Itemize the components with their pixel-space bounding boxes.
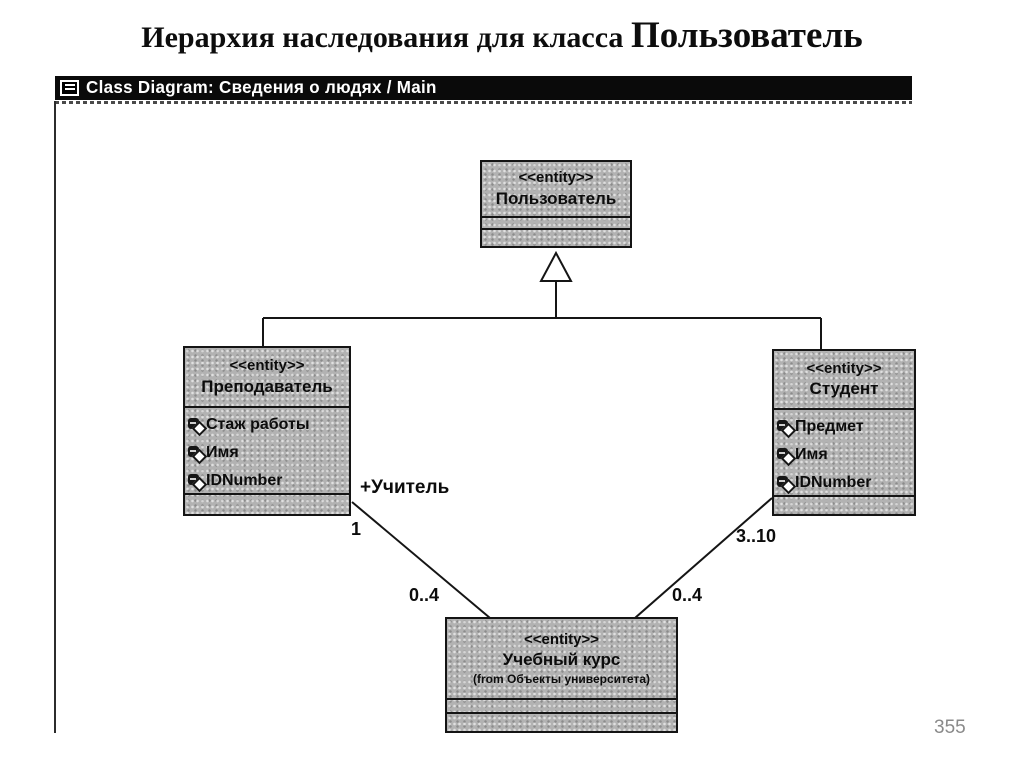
class-user[interactable]: <<entity>> Пользователь bbox=[480, 160, 632, 248]
attribute-row[interactable]: IDNumber bbox=[777, 469, 912, 497]
attribute-row[interactable]: IDNumber bbox=[188, 467, 347, 495]
multiplicity-course-right-end: 0..4 bbox=[672, 585, 703, 605]
private-attribute-icon bbox=[188, 417, 208, 436]
attribute-row[interactable]: Имя bbox=[777, 441, 912, 469]
class-user-name-compartment: <<entity>> Пользователь bbox=[482, 162, 630, 216]
window-menu-icon[interactable] bbox=[60, 80, 79, 96]
role-label-teacher: +Учитель bbox=[360, 477, 450, 498]
class-teacher[interactable]: <<entity>> Преподаватель Стаж работы Имя… bbox=[183, 346, 351, 516]
class-name-label: Пользователь bbox=[495, 188, 617, 208]
private-attribute-icon bbox=[188, 445, 208, 464]
private-attribute-icon bbox=[188, 473, 208, 492]
attribute-row[interactable]: Предмет bbox=[777, 413, 912, 441]
class-name-label: Студент bbox=[809, 379, 879, 399]
page-number: 355 bbox=[934, 717, 966, 738]
window-titlebar[interactable]: Class Diagram: Сведения о людях / Main bbox=[55, 76, 912, 100]
class-course[interactable]: <<entity>> Учебный курс (from Объекты ун… bbox=[445, 617, 678, 733]
class-name-label: Учебный курс bbox=[502, 650, 621, 670]
attribute-label: Имя bbox=[206, 444, 239, 461]
attribute-label: Стаж работы bbox=[206, 416, 310, 433]
class-course-name-compartment: <<entity>> Учебный курс (from Объекты ун… bbox=[447, 619, 676, 698]
class-teacher-attributes-compartment: Стаж работы Имя IDNumber bbox=[185, 406, 349, 493]
class-student-name-compartment: <<entity>> Студент bbox=[774, 351, 914, 408]
private-attribute-icon bbox=[777, 447, 797, 466]
class-course-operations-compartment bbox=[447, 712, 676, 731]
stereotype-label: <<entity>> bbox=[806, 359, 882, 377]
class-name-label: Преподаватель bbox=[201, 376, 333, 396]
attribute-label: IDNumber bbox=[206, 472, 283, 489]
generalization-triangle-icon bbox=[539, 250, 573, 282]
window-title: Class Diagram: Сведения о людях / Main bbox=[86, 77, 437, 98]
class-user-attributes-compartment bbox=[482, 216, 630, 228]
class-student-operations-compartment bbox=[774, 495, 914, 514]
private-attribute-icon bbox=[777, 475, 797, 494]
slide-title-classname: Пользователь bbox=[630, 15, 863, 56]
window-left-border bbox=[54, 101, 56, 733]
multiplicity-course-left-end: 0..4 bbox=[409, 585, 440, 605]
multiplicity-student-end: 3..10 bbox=[736, 526, 777, 546]
stereotype-label: <<entity>> bbox=[229, 357, 305, 374]
stereotype-label: <<entity>> bbox=[518, 169, 594, 186]
attribute-row[interactable]: Имя bbox=[188, 439, 347, 467]
class-student[interactable]: <<entity>> Студент Предмет Имя IDNumber bbox=[772, 349, 916, 516]
attribute-label: Имя bbox=[795, 446, 828, 463]
titlebar-underline bbox=[55, 101, 912, 104]
attribute-label: IDNumber bbox=[795, 474, 872, 491]
association-student-course-line[interactable] bbox=[634, 497, 773, 619]
slide-title: Иерархия наследования для класса Пользов… bbox=[0, 14, 1004, 57]
attribute-row[interactable]: Стаж работы bbox=[188, 411, 347, 439]
class-origin-label: (from Объекты университета) bbox=[473, 671, 650, 686]
stereotype-label: <<entity>> bbox=[523, 630, 600, 648]
private-attribute-icon bbox=[777, 419, 797, 438]
class-student-attributes-compartment: Предмет Имя IDNumber bbox=[774, 408, 914, 495]
attribute-label: Предмет bbox=[795, 418, 864, 435]
class-course-attributes-compartment bbox=[447, 698, 676, 712]
slide-title-prefix: Иерархия наследования для класса bbox=[141, 21, 631, 54]
multiplicity-teacher-end: 1 bbox=[351, 519, 362, 539]
class-teacher-name-compartment: <<entity>> Преподаватель bbox=[185, 348, 349, 406]
class-teacher-operations-compartment bbox=[185, 493, 349, 514]
class-user-operations-compartment bbox=[482, 228, 630, 246]
association-teacher-course-line[interactable] bbox=[351, 501, 491, 619]
